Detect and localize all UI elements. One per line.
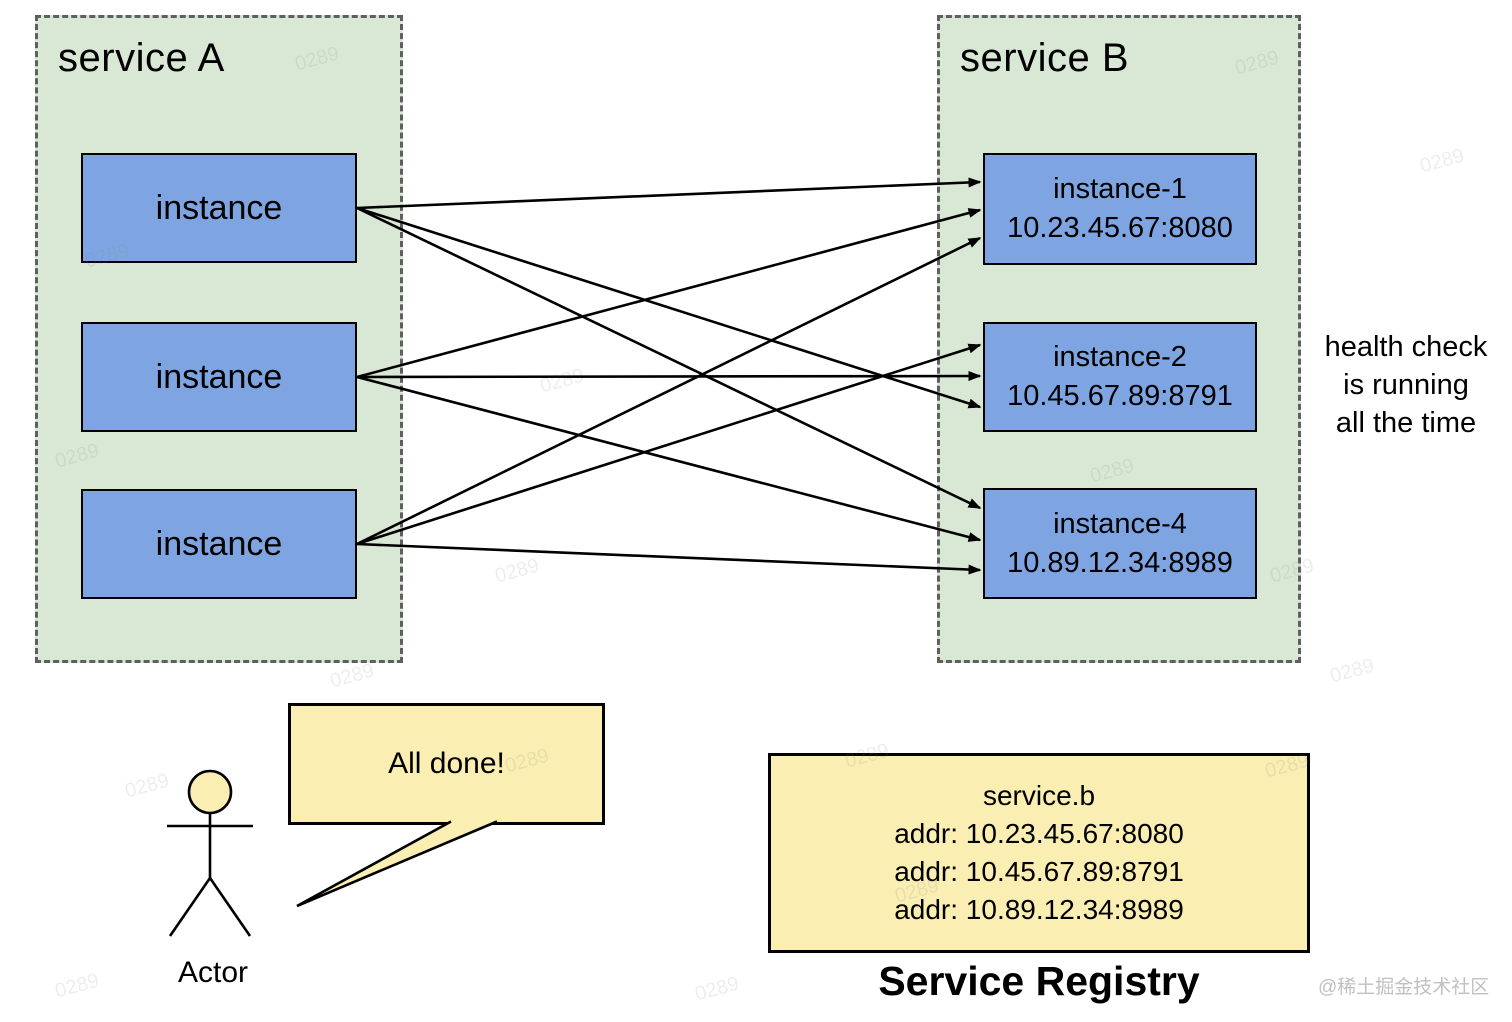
actor-label: Actor	[177, 956, 249, 989]
instance-name: instance-4	[1053, 507, 1187, 540]
health-check-note: health check is running all the time	[1303, 328, 1509, 442]
registry-service-name: service.b	[982, 780, 1096, 811]
service-a-instance-3: instance	[81, 489, 357, 599]
service-a-instance-1: instance	[81, 153, 357, 263]
speech-bubble-tail	[296, 820, 498, 908]
arrow-a2-b4	[356, 375, 982, 542]
service-a-instance-2: instance	[81, 322, 357, 432]
arrow-a1-b1	[356, 177, 982, 210]
watermark-text: 0289	[692, 972, 742, 1006]
registry-entry: addr: 10.89.12.34:8989	[894, 894, 1184, 925]
speech-bubble: All done!	[288, 703, 605, 825]
instance-name: instance-2	[1053, 341, 1187, 373]
instance-addr: 10.89.12.34:8989	[1007, 546, 1233, 579]
credit-watermark: @稀土掘金技术社区	[1318, 977, 1490, 998]
arrow-a2-b1	[356, 208, 982, 379]
health-check-note-line: all the time	[1335, 407, 1477, 439]
instance-addr: 10.23.45.67:8080	[1007, 212, 1233, 244]
arrows-group	[356, 177, 982, 575]
actor-figure	[167, 769, 253, 937]
health-check-note-line: is running	[1343, 369, 1469, 401]
service-a-title: service A	[58, 36, 225, 80]
registry-entry: addr: 10.45.67.89:8791	[894, 856, 1184, 887]
instance-name: instance-1	[1053, 173, 1187, 205]
watermark-text: 0289	[327, 659, 377, 693]
watermark-text: 0289	[122, 769, 172, 803]
arrow-a2-b2	[356, 371, 982, 382]
watermark-text: 0289	[52, 969, 102, 1003]
instance-addr: 10.45.67.89:8791	[1007, 380, 1233, 412]
watermark-text: 0289	[1327, 654, 1377, 688]
arrow-a3-b1	[356, 236, 982, 546]
instance-label: instance	[155, 524, 283, 563]
registry-entry: addr: 10.23.45.67:8080	[894, 818, 1184, 849]
arrow-a1-b4	[356, 206, 982, 510]
watermark-text: 0289	[492, 554, 542, 588]
instance-label: instance	[155, 188, 283, 227]
service-b-instance-2: instance-2 10.45.67.89:8791	[983, 322, 1257, 432]
actor-head	[187, 769, 233, 815]
service-b-instance-1: instance-1 10.23.45.67:8080	[983, 153, 1257, 265]
actor-leg-right	[208, 877, 252, 937]
actor-leg-left	[168, 877, 212, 937]
service-registry-box: service.b addr: 10.23.45.67:8080 addr: 1…	[768, 753, 1310, 953]
arrow-a1-b2	[356, 206, 982, 409]
registry-caption: Service Registry	[878, 958, 1200, 1004]
watermark-text: 0289	[537, 364, 587, 398]
service-b-instance-4: instance-4 10.89.12.34:8989	[983, 488, 1257, 599]
instance-label: instance	[155, 357, 283, 396]
speech-bubble-text: All done!	[388, 747, 505, 780]
arrow-a3-b4	[356, 542, 982, 575]
watermark-text: 0289	[1417, 144, 1467, 178]
arrow-a3-b2	[356, 343, 982, 546]
service-b-title: service B	[960, 36, 1129, 80]
health-check-note-line: health check	[1324, 331, 1488, 363]
